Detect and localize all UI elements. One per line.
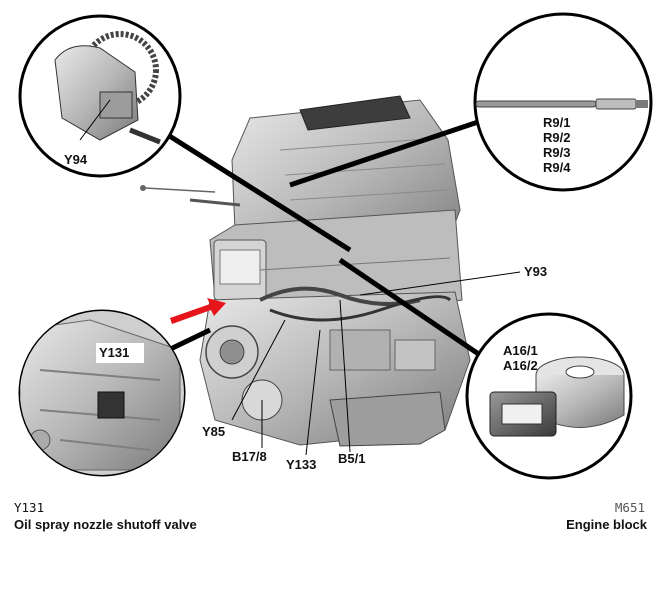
label-y131-callout: Y131 <box>99 345 130 360</box>
label-y133: Y133 <box>286 457 317 472</box>
label-r9-2: R9/2 <box>543 130 571 145</box>
leader-a16 <box>338 257 482 358</box>
label-a16-1: A16/1 <box>503 343 538 358</box>
label-a16-2: A16/2 <box>503 358 538 373</box>
footer-right-title: Engine block <box>566 517 647 532</box>
label-r9-4: R9/4 <box>543 160 571 175</box>
engine-block-illustration <box>140 95 471 447</box>
callout-top-right <box>473 12 653 192</box>
footer-left-title: Oil spray nozzle shutoff valve <box>14 517 197 532</box>
label-y93: Y93 <box>524 264 548 279</box>
callout-bottom-right <box>465 312 633 480</box>
footer-left-code: Y131 <box>14 500 45 515</box>
pointer-lines <box>104 271 521 456</box>
callout-bottom-left <box>18 309 186 477</box>
label-y85: Y85 <box>202 424 226 439</box>
label-b5-1: B5/1 <box>338 451 366 466</box>
callout-top-left <box>18 14 182 178</box>
red-arrow-icon <box>170 298 226 324</box>
leader-r9 <box>289 115 491 188</box>
label-y94: Y94 <box>64 152 88 167</box>
label-r9-3: R9/3 <box>543 145 571 160</box>
leader-y94 <box>158 127 352 253</box>
label-b17-8: B17/8 <box>232 449 267 464</box>
footer-right-code: M651 <box>614 500 645 515</box>
label-r9-1: R9/1 <box>543 115 571 130</box>
